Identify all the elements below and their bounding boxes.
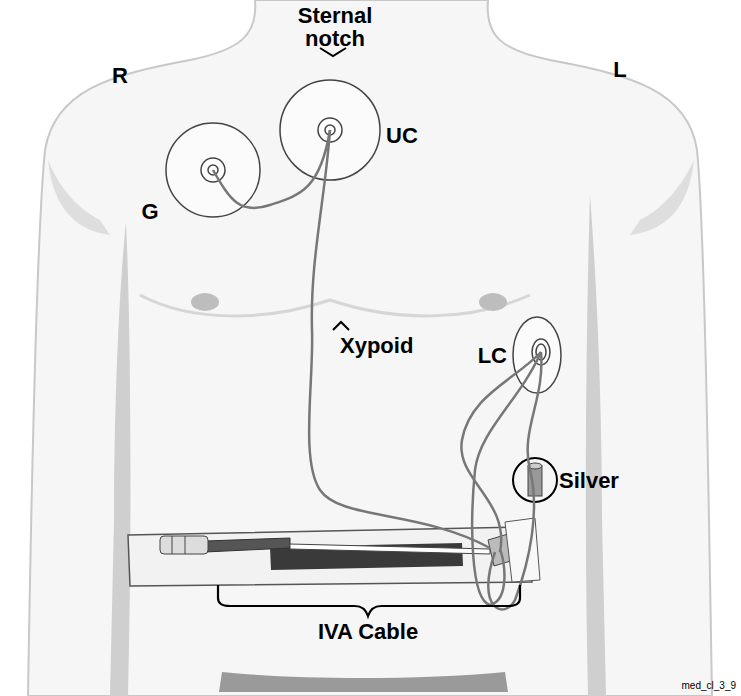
arm-shading <box>110 222 130 696</box>
iva-cable-bracket <box>218 585 520 616</box>
nipple <box>479 293 507 311</box>
side-label: R <box>112 64 128 87</box>
landmark-label: Xypoid <box>340 334 413 357</box>
electrode-label: LC <box>478 344 507 367</box>
electrode-wire <box>213 130 541 609</box>
xypoid-mark <box>333 322 349 330</box>
cable-label: IVA Cable <box>318 620 418 643</box>
nipple <box>191 293 219 311</box>
figure-id: med_cl_3_9 <box>682 681 736 692</box>
side-label: L <box>613 58 626 81</box>
arm-shading <box>586 195 606 696</box>
landmark-label: Sternal notch <box>285 4 385 50</box>
torso-outline <box>28 0 712 696</box>
electrode-label: Silver <box>559 469 619 492</box>
belt <box>128 518 540 586</box>
electrode-label: G <box>141 200 158 223</box>
shoulder-shading <box>48 160 110 235</box>
hip-band <box>219 672 508 692</box>
shoulder-shading <box>630 160 694 235</box>
electrode-label: UC <box>386 124 418 147</box>
